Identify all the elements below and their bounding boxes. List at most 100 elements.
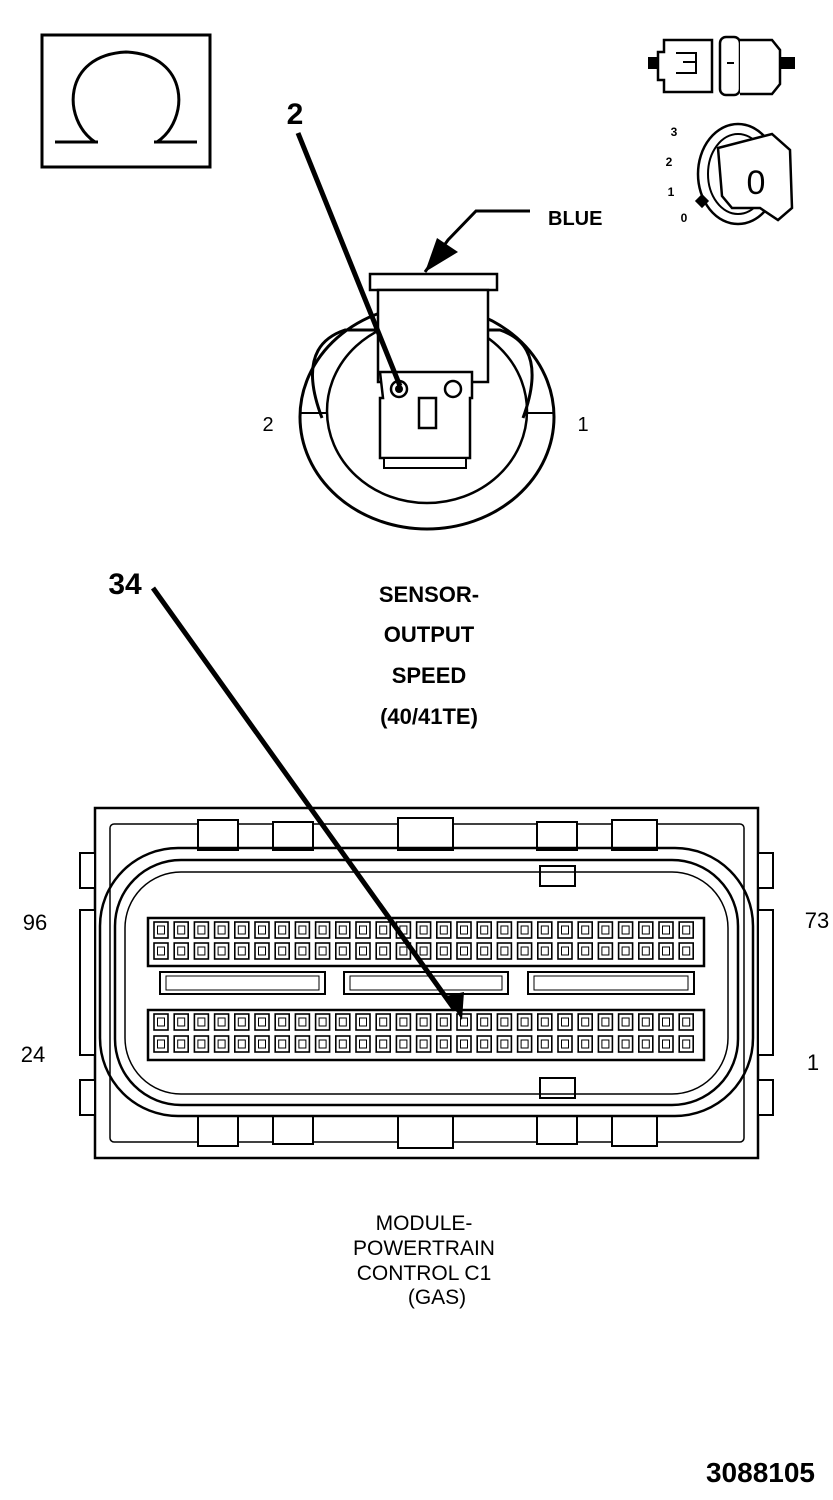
terminal-cavity [173,942,189,960]
terminal-contact [621,1039,630,1049]
terminal-contact [621,946,630,956]
terminal-contact [641,1039,650,1049]
terminal-contact [338,1039,347,1049]
terminal-contact [439,1039,448,1049]
terminal-contact [217,1039,226,1049]
terminal-contact [278,1039,287,1049]
terminal-contact [561,1039,569,1049]
terminal-contact [338,1017,347,1027]
terminal-cavity [395,1013,412,1031]
terminal-contact [157,1039,165,1049]
terminal-contact [237,1017,246,1027]
wire-color-label: BLUE [548,208,602,230]
terminal-cavity [274,942,291,960]
ignition-position-2: 2 [666,155,673,169]
terminal-cavity [557,1013,573,1031]
terminal-cavity [637,942,654,960]
terminal-cavity [234,921,250,939]
terminal-contact [540,1039,549,1049]
terminal-contact [520,946,529,956]
terminal-contact [258,1039,266,1049]
terminal-cavity [173,1013,189,1031]
terminal-contact [419,946,428,956]
terminal-cavity [637,1013,654,1031]
terminal-contact [258,925,266,935]
terminal-cavity [597,1035,614,1053]
terminal-cavity [375,942,392,960]
terminal-contact [399,1017,408,1027]
terminal-contact [601,1017,610,1027]
terminal-cavity [355,942,371,960]
terminal-contact [662,1017,670,1027]
terminal-cavity [254,1013,270,1031]
terminal-cavity [193,1035,210,1053]
terminal-cavity [395,1035,412,1053]
sensor-title: SENSOR- OUTPUT SPEED (40/41TE) [379,582,479,729]
terminal-cavity [456,942,472,960]
terminal-cavity [355,1013,371,1031]
terminal-contact [540,925,549,935]
terminal-cavity [658,1013,674,1031]
terminal-cavity [173,1035,189,1053]
terminal-cavity [557,921,573,939]
pcm-pin-label-top-left: 96 [23,910,47,935]
pcm-pin-label-top-right: 73 [805,908,829,933]
terminal-cavity [314,1013,331,1031]
terminal-cavity [153,921,169,939]
terminal-contact [601,946,610,956]
terminal-cavity [536,1035,553,1053]
terminal-cavity [334,942,351,960]
module-title-line-4: (GAS) [408,1286,466,1309]
terminal-cavity [678,921,695,939]
terminal-contact [500,946,509,956]
terminal-contact [662,1039,670,1049]
terminal-contact [359,925,367,935]
terminal-cavity [193,1013,210,1031]
terminal-contact [662,925,670,935]
terminal-cavity [496,921,513,939]
terminal-cavity [637,1035,654,1053]
ohm-meter-icon [40,33,212,169]
terminal-contact [500,925,509,935]
terminal-contact [359,946,367,956]
terminal-contact [379,925,388,935]
terminal-contact [177,946,186,956]
terminal-cavity [617,921,634,939]
terminal-contact [157,925,165,935]
terminal-cavity [415,1035,432,1053]
terminal-cavity [496,942,513,960]
sensor-cavity-callout: 2 [287,98,403,393]
terminal-contact [278,1017,287,1027]
terminal-cavity [153,1035,169,1053]
terminal-contact [419,1039,428,1049]
terminal-cavity [476,1013,493,1031]
terminal-cavity [415,921,432,939]
terminal-cavity [334,1035,351,1053]
terminal-cavity [375,1035,392,1053]
sensor-pin-label-right: 1 [577,414,588,436]
terminal-contact [500,1039,509,1049]
terminal-cavity [476,942,493,960]
terminal-cavity [355,921,371,939]
terminal-cavity [274,1035,291,1053]
terminal-cavity [274,1013,291,1031]
terminal-cavity [617,942,634,960]
terminal-contact [278,946,287,956]
sensor-callout-number: 2 [287,98,304,131]
terminal-contact [460,1017,468,1027]
terminal-cavity [375,1013,392,1031]
terminal-contact [157,946,165,956]
terminal-contact [621,1017,630,1027]
terminal-cavity [456,1035,472,1053]
terminal-contact [237,946,246,956]
terminal-contact [561,946,569,956]
pcm-callout-number: 34 [108,568,142,601]
terminal-contact [641,925,650,935]
terminal-cavity [294,942,311,960]
sensor-pin-label-left: 2 [262,414,273,436]
terminal-contact [278,925,287,935]
terminal-contact [561,1017,569,1027]
terminal-cavity [678,1035,695,1053]
terminal-cavity [496,1013,513,1031]
terminal-contact [641,1017,650,1027]
